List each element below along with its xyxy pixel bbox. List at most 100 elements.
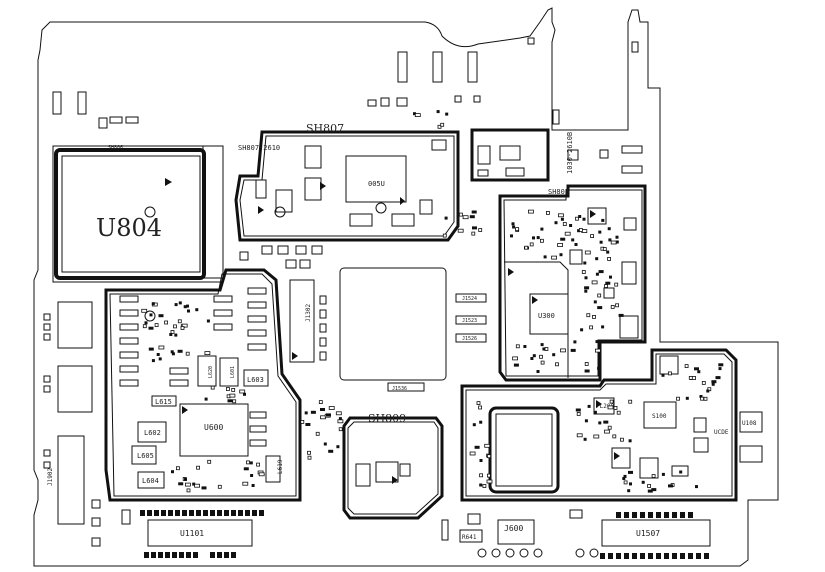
l619-label: L619 <box>277 459 284 474</box>
passive <box>641 480 645 484</box>
passive <box>614 282 619 287</box>
passive <box>628 439 632 443</box>
passive <box>471 231 476 236</box>
passive <box>603 420 609 424</box>
pin <box>704 553 709 559</box>
passive <box>194 483 201 488</box>
passive <box>540 238 544 243</box>
passive <box>149 313 153 317</box>
pin <box>664 512 669 518</box>
passive <box>597 293 602 298</box>
passive <box>573 340 577 344</box>
passive <box>305 423 311 426</box>
s100-label: S100 <box>652 413 667 420</box>
passive <box>679 470 683 474</box>
passive <box>612 434 617 439</box>
passive <box>174 333 178 337</box>
passive <box>482 484 487 488</box>
pin <box>600 553 605 559</box>
passive <box>629 482 632 486</box>
passive <box>184 477 187 481</box>
j1526-label: J1526 <box>462 336 477 342</box>
passive <box>178 301 182 305</box>
passive <box>583 261 587 265</box>
chip-u804: U804 SH806 <box>52 145 224 283</box>
pin <box>616 553 621 559</box>
passive <box>584 361 589 366</box>
passive <box>336 445 340 449</box>
passive <box>699 395 703 398</box>
passive <box>174 303 178 307</box>
passive <box>478 228 483 232</box>
passive <box>338 417 342 421</box>
mid-pads <box>239 245 323 269</box>
passive <box>628 470 633 474</box>
passive <box>195 308 199 312</box>
passive <box>251 484 255 487</box>
passive <box>593 410 597 414</box>
passive <box>628 399 633 404</box>
passive <box>201 486 207 490</box>
pin <box>688 512 693 518</box>
u1507-label: U1507 <box>636 529 660 538</box>
passive-components <box>141 110 724 493</box>
passive <box>532 354 536 358</box>
passive <box>243 392 246 396</box>
pin <box>648 512 653 518</box>
passive <box>471 210 477 214</box>
passive <box>436 110 440 114</box>
passive <box>315 431 320 436</box>
passive <box>610 304 615 309</box>
passive <box>479 483 483 487</box>
passive <box>204 351 211 356</box>
passive <box>175 466 180 471</box>
passive <box>413 112 416 116</box>
passive <box>414 113 421 117</box>
passive <box>685 396 689 400</box>
passive <box>227 399 233 403</box>
passive <box>711 382 715 386</box>
passive <box>651 474 656 478</box>
passive <box>472 423 476 427</box>
passive <box>148 326 154 330</box>
passive <box>610 240 617 245</box>
passive <box>249 461 253 465</box>
passive <box>458 212 463 217</box>
passive <box>569 224 573 227</box>
pin <box>252 510 257 516</box>
passive <box>170 350 174 354</box>
passive <box>595 340 599 344</box>
passive <box>231 387 236 392</box>
passive <box>697 370 701 374</box>
passive <box>676 396 680 401</box>
passive <box>440 122 445 127</box>
passive <box>551 255 557 260</box>
passive <box>609 275 612 279</box>
passive <box>300 419 305 424</box>
passive <box>598 421 602 425</box>
passive <box>484 443 491 448</box>
passive <box>196 465 201 470</box>
passive <box>171 352 175 356</box>
passive <box>562 222 567 226</box>
passive <box>258 472 265 477</box>
passive <box>601 325 605 329</box>
passive <box>206 319 210 323</box>
pin <box>688 553 693 559</box>
passive <box>337 419 344 424</box>
passive <box>185 351 190 356</box>
pin <box>189 510 194 516</box>
passive <box>250 474 254 477</box>
pin <box>696 553 701 559</box>
r641-label: R641 <box>462 534 477 541</box>
passive <box>154 323 159 328</box>
passive <box>523 345 527 348</box>
passive <box>668 484 673 488</box>
passive <box>479 459 483 462</box>
shield-u600-area: U600 L602 L605 L604 L615 L603 L619 L620 … <box>104 268 302 502</box>
passive <box>684 364 689 369</box>
passive <box>158 357 162 361</box>
passive <box>700 396 704 401</box>
passive <box>318 400 323 405</box>
passive <box>442 233 447 238</box>
